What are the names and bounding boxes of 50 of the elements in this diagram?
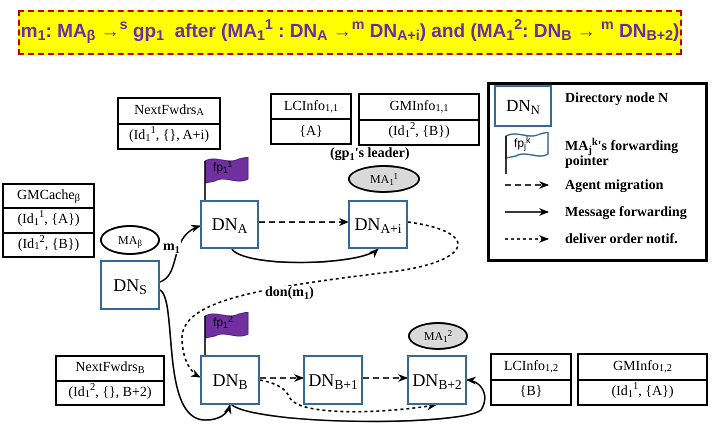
legend-node-sample: DN$_{N}$ xyxy=(494,85,552,127)
node-caption: (gp$_{1}$'s leader) xyxy=(330,147,410,161)
table-entry: (Id$_{1}$$^{2}$, {B}) xyxy=(360,118,478,144)
flag xyxy=(203,312,250,355)
table-entry: {A} xyxy=(272,118,350,143)
table-heading: GMCache$_{β}$ xyxy=(16,187,81,206)
info-table xyxy=(270,93,352,145)
table-heading: LCInfo$_{1,1}$ xyxy=(282,98,340,116)
directory-node: DN$_{B+2}$ xyxy=(407,355,467,405)
arrow xyxy=(231,248,379,264)
table-heading: GMInfo$_{1,1}$ xyxy=(388,98,450,116)
info-table xyxy=(358,93,480,146)
table-entry: {B} xyxy=(492,378,570,404)
legend-text: MA$_{j}$$^{k}$'s forwarding pointer xyxy=(565,139,680,169)
table-heading: GMInfo$_{1,2}$ xyxy=(612,358,673,376)
arrow xyxy=(363,374,408,382)
arrow xyxy=(259,218,349,226)
title-banner: m$_{1}$: MA$_{β}$ →$^{s}$ gp$_{1}$ after (MA$_{1}$$^{1}$ : DN$_{A}$ →$^{m}$ DN$_{A+i}$) and (MA$_{1}$$^{2}$: DN$_{B}$ → $^{m}$ DN$_{B+2}$) xyxy=(18,10,682,55)
directory-node: DN$_{S}$ xyxy=(100,260,160,310)
legend-text: Message forwarding xyxy=(565,205,688,220)
table-entry: (Id$_{1}$$^{1}$, {}, A+i) xyxy=(119,122,219,148)
table-entry: (Id$_{1}$$^{2}$, {B}) xyxy=(4,232,93,256)
directory-node: DN$_{B}$ xyxy=(200,355,260,405)
legend-text: Agent migration xyxy=(565,178,664,193)
legend-text: deliver order notif. xyxy=(565,232,679,247)
edge-label: m$_{1}$ xyxy=(162,240,181,254)
table-entry: (Id$_{1}$$^{2}$, {}, B+2) xyxy=(57,380,163,404)
arrow xyxy=(181,221,458,378)
arrow xyxy=(260,379,437,412)
edge-label: don(m$_{1}$) xyxy=(264,286,315,300)
arrow xyxy=(231,377,486,422)
arrow xyxy=(260,374,304,382)
directory-node: DN$_{A}$ xyxy=(200,200,259,249)
info-table xyxy=(490,353,572,406)
table-heading: NextFwdrs$_{A}$ xyxy=(133,102,205,120)
table-heading: NextFwdrs$_{B}$ xyxy=(74,359,146,378)
info-table xyxy=(577,353,708,406)
arrow xyxy=(160,225,201,283)
flag xyxy=(203,157,250,200)
directory-node: DN$_{A+i}$ xyxy=(348,200,408,249)
directory-node: DN$_{B+1}$ xyxy=(303,355,363,405)
agent-ellipse: MA$_{β}$ xyxy=(100,225,160,255)
table-entry: (Id$_{1}$$^{1}$, {A}) xyxy=(579,378,706,404)
table-entry: (Id$_{1}$$^{1}$, {A}) xyxy=(4,207,93,232)
info-table xyxy=(117,97,221,150)
table-heading: LCInfo$_{1,2}$ xyxy=(502,358,560,376)
info-table xyxy=(2,183,95,258)
legend-text: Directory node N xyxy=(565,91,670,106)
info-table xyxy=(55,355,165,406)
arrow xyxy=(159,290,231,421)
